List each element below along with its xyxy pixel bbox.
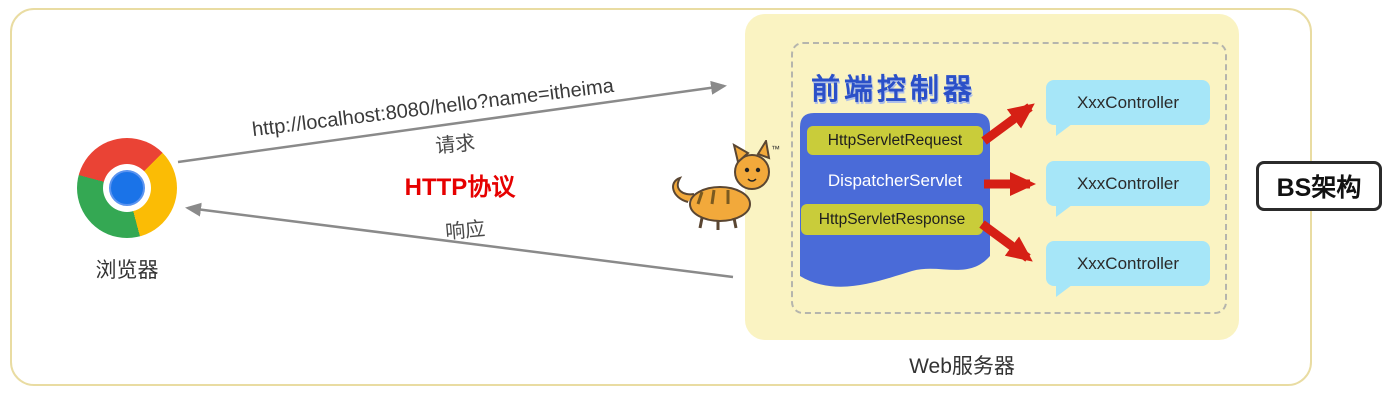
bs-architecture-label: BS架构 — [1276, 174, 1362, 202]
http-protocol-label: HTTP协议 — [404, 174, 516, 201]
dispatcher-servlet-panel: HttpServletRequest DispatcherServlet Htt… — [800, 113, 990, 292]
xxx-controller-box-2: XxxController — [1046, 161, 1210, 217]
web-server-box: 前端控制器 HttpServletRequest DispatcherServl… — [745, 14, 1239, 340]
chrome-browser-icon — [77, 138, 177, 238]
http-servlet-request-box: HttpServletRequest — [807, 126, 983, 155]
blue-panel-shape — [800, 113, 990, 287]
front-controller-title: 前端控制器 — [811, 74, 977, 106]
browser-label: 浏览器 — [95, 259, 159, 282]
chrome-blue-core — [109, 170, 145, 206]
http-servlet-response-box: HttpServletResponse — [801, 204, 983, 235]
web-server-label: Web服务器 — [909, 355, 1015, 378]
bs-architecture-badge: BS架构 — [1256, 161, 1382, 211]
tomcat-cat-drawing: ™ — [672, 138, 780, 230]
tomcat-icon: ™ — [668, 138, 780, 236]
xxx-controller-box-1: XxxController — [1046, 80, 1210, 136]
dispatcher-servlet-label: DispatcherServlet — [827, 171, 963, 190]
front-controller-group — [791, 42, 1227, 314]
xxx-controller-box-3: XxxController — [1046, 241, 1210, 297]
tomcat-trademark: ™ — [771, 144, 780, 154]
